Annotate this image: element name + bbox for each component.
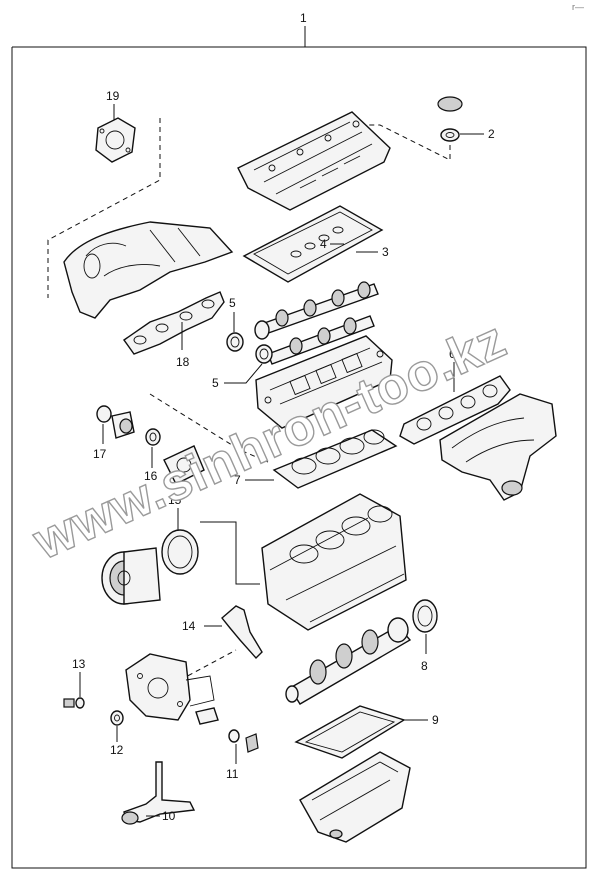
callout-6: 6 xyxy=(449,347,456,361)
callout-5-lower: 5 xyxy=(212,376,219,390)
oil-drain-plug-washer xyxy=(63,672,85,709)
callout-18: 18 xyxy=(176,355,190,369)
oil-pan xyxy=(299,751,411,843)
cylinder-head-gasket xyxy=(149,393,398,489)
kit-frame xyxy=(11,26,587,869)
camshaft xyxy=(254,281,379,365)
exhaust-manifold-gasket xyxy=(399,362,511,445)
exhaust-manifold xyxy=(439,393,557,501)
cylinder-head xyxy=(255,335,393,429)
callout-7: 7 xyxy=(234,473,241,487)
callout-19: 19 xyxy=(106,89,120,103)
crankshaft-rear-oil-seal xyxy=(412,599,438,654)
valve-cover xyxy=(237,111,391,211)
callout-4: 4 xyxy=(320,237,327,251)
intake-manifold xyxy=(47,118,234,319)
oil-filler-cap xyxy=(364,96,484,161)
callout-16: 16 xyxy=(144,469,158,483)
callout-10: 10 xyxy=(162,809,176,823)
oil-pressure-switch-washer xyxy=(195,707,259,764)
rear-oil-seal-ring xyxy=(161,445,260,585)
oil-pan-gasket xyxy=(294,705,428,759)
callout-1: 1 xyxy=(300,11,307,25)
callout-3: 3 xyxy=(382,245,389,259)
water-pump-pulley xyxy=(101,547,161,605)
valve-cover-gasket xyxy=(242,205,384,283)
camshaft-oil-seal xyxy=(224,312,273,384)
intake-manifold-gasket xyxy=(123,291,225,355)
thermostat-housing-gasket xyxy=(95,104,136,163)
water-pump-seal xyxy=(145,428,161,468)
timing-cover-gasket xyxy=(179,605,263,681)
callout-5-upper: 5 xyxy=(229,296,236,310)
crankshaft xyxy=(285,617,412,705)
callout-2: 2 xyxy=(488,127,495,141)
cylinder-block xyxy=(261,493,407,631)
corner-mark: r— xyxy=(572,2,584,12)
oil-pump xyxy=(125,653,215,721)
callout-12: 12 xyxy=(110,743,124,757)
callout-9: 9 xyxy=(432,713,439,727)
callout-15: 15 xyxy=(168,493,182,507)
callout-13: 13 xyxy=(72,657,86,671)
oil-pump-seal xyxy=(110,710,124,742)
callout-17: 17 xyxy=(93,447,107,461)
water-outlet xyxy=(96,405,135,444)
callout-8: 8 xyxy=(421,659,428,673)
callout-11: 11 xyxy=(226,767,239,781)
callout-14: 14 xyxy=(182,619,196,633)
oil-strainer xyxy=(121,761,196,825)
